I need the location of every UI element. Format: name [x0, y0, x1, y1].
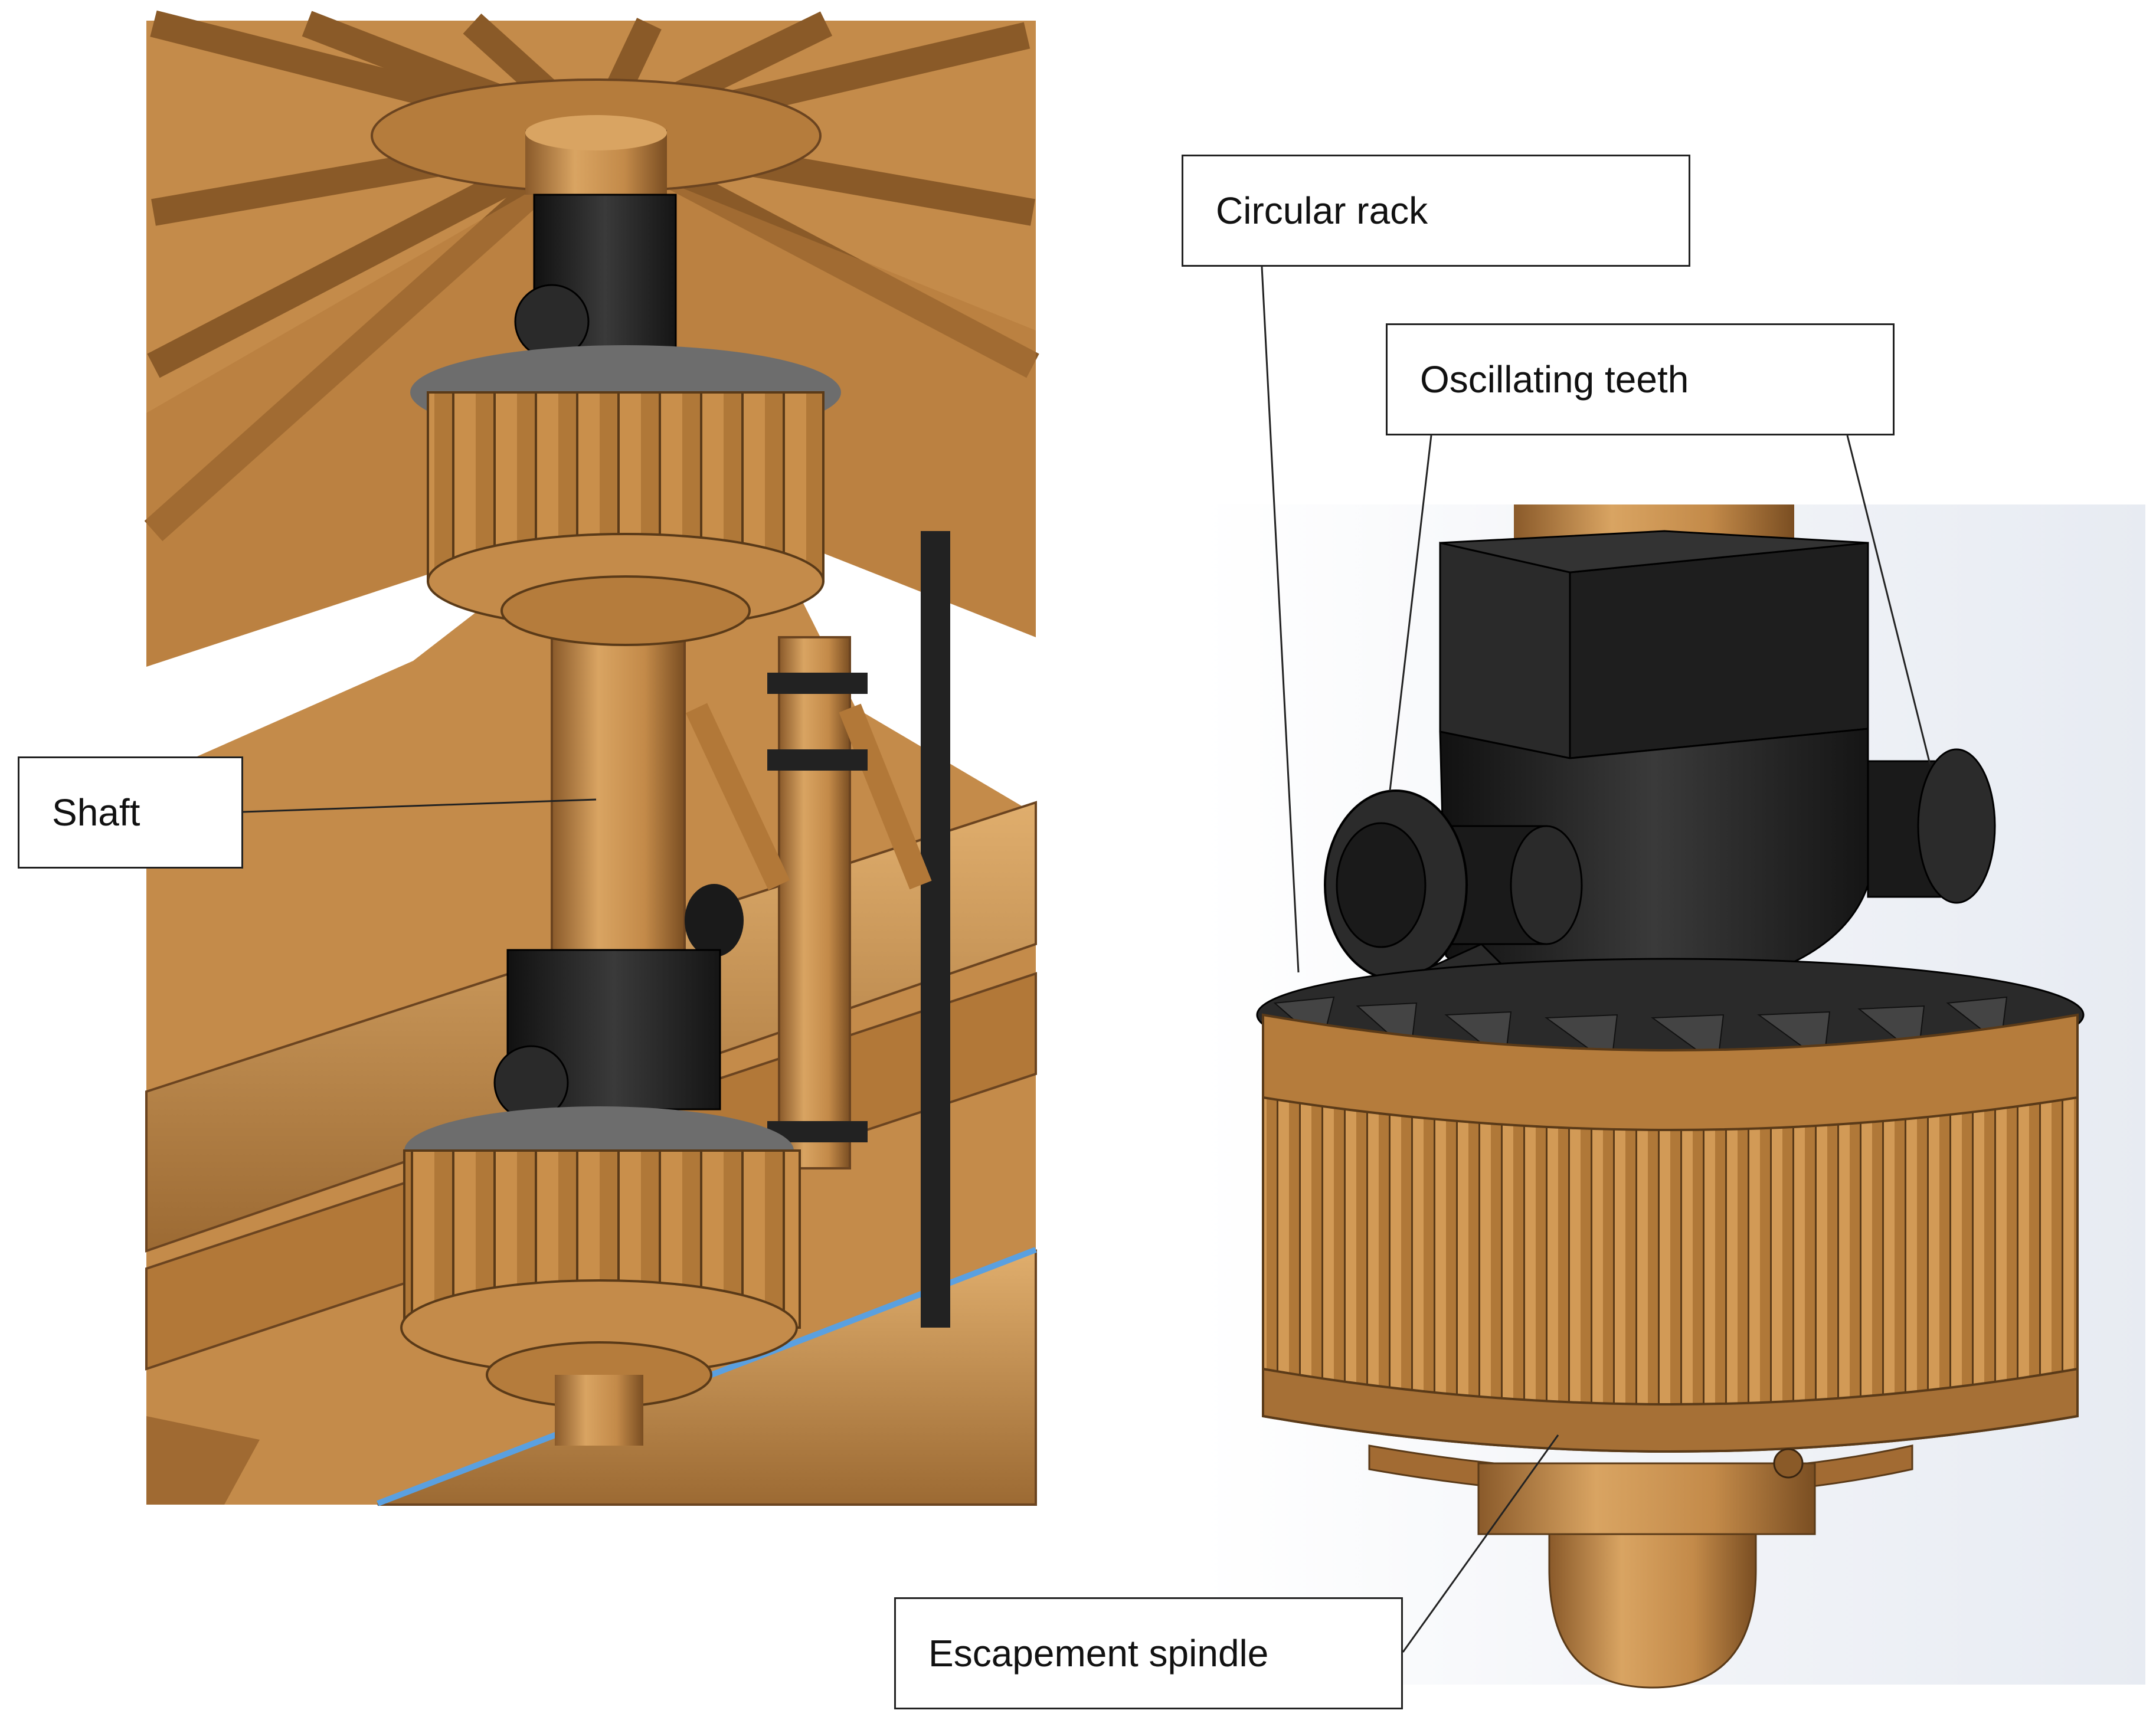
leader-shaft	[243, 798, 597, 813]
leader-oscillating-teeth-right	[1846, 435, 1931, 765]
label-circular-rack-text: Circular rack	[1216, 189, 1428, 232]
label-oscillating-teeth: Oscillating teeth	[1386, 323, 1895, 435]
shaft-body	[551, 612, 686, 992]
label-shaft: Shaft	[18, 756, 243, 869]
label-oscillating-teeth-text: Oscillating teeth	[1420, 358, 1689, 401]
label-escapement-spindle-text: Escapement spindle	[928, 1632, 1269, 1675]
escapement-spindle-body	[1368, 1444, 1913, 1689]
left-render-panel	[144, 10, 1039, 1506]
leader-circular-rack	[1261, 266, 1300, 973]
leader-escapement-spindle	[1402, 1434, 1559, 1653]
upper-escapement	[410, 194, 841, 646]
label-shaft-text: Shaft	[52, 791, 140, 834]
label-circular-rack: Circular rack	[1182, 155, 1690, 267]
label-escapement-spindle: Escapement spindle	[894, 1597, 1403, 1709]
leader-lines	[243, 266, 1931, 1653]
right-pivot	[1867, 748, 1996, 904]
lower-escapement	[400, 949, 801, 1446]
escapement-drum	[1262, 1013, 2079, 1453]
right-render-panel	[1201, 504, 2145, 1689]
leader-oscillating-teeth-left	[1389, 435, 1432, 791]
